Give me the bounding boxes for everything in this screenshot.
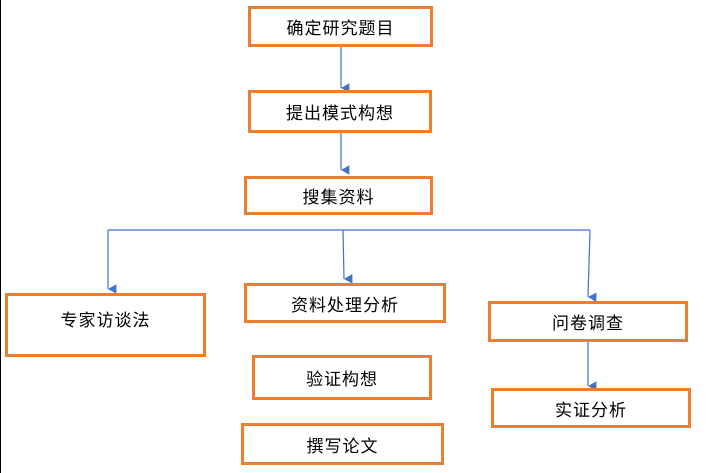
- node-research-topic: 确定研究题目: [248, 6, 433, 47]
- node-write-thesis: 撰写论文: [241, 423, 444, 465]
- node-data-analysis-label: 资料处理分析: [291, 295, 399, 316]
- node-research-topic-label: 确定研究题目: [286, 19, 395, 39]
- arrow-branch-to-survey: [587, 229, 597, 303]
- arrow-branch-to-process: [342, 229, 353, 284]
- node-expert-interview: 专家访谈法: [5, 293, 206, 357]
- node-collect-data-label: 搜集资料: [302, 188, 375, 208]
- node-collect-data: 搜集资料: [244, 176, 433, 215]
- node-verify-concept-label: 验证构想: [306, 370, 378, 390]
- node-model-concept: 提出模式构想: [248, 90, 432, 133]
- node-empirical-analysis-label: 实证分析: [555, 400, 627, 421]
- node-write-thesis-label: 撰写论文: [306, 436, 379, 457]
- node-empirical-analysis: 实证分析: [491, 388, 691, 428]
- node-questionnaire: 问卷调查: [488, 301, 688, 342]
- node-data-analysis: 资料处理分析: [244, 283, 446, 323]
- node-verify-concept: 验证构想: [252, 355, 432, 400]
- node-model-concept-label: 提出模式构想: [286, 104, 394, 124]
- node-questionnaire-label: 问卷调查: [552, 314, 624, 334]
- node-expert-interview-label: 专家访谈法: [60, 311, 151, 331]
